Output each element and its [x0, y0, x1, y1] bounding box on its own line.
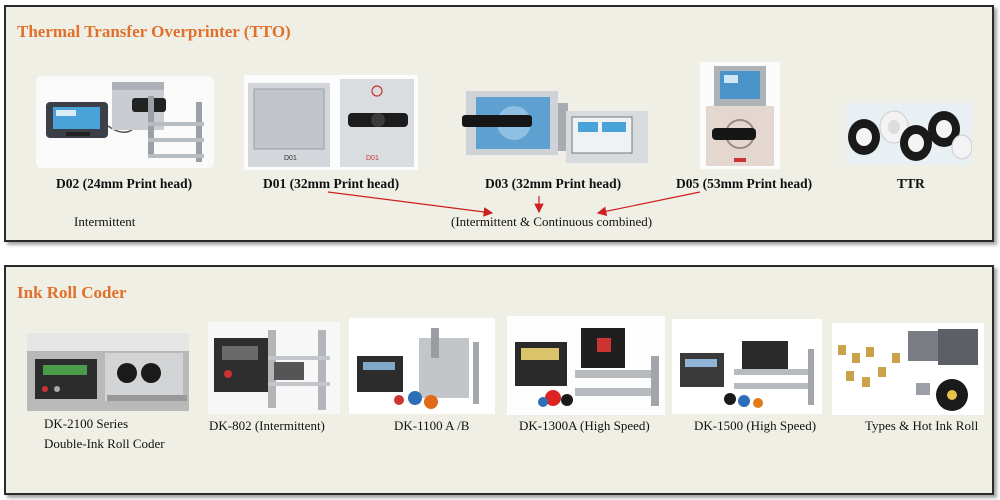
d05-product-image[interactable] [700, 62, 780, 169]
dk802-label: DK-802 (Intermittent) [209, 418, 325, 433]
tto-panel: Thermal Transfer Overprinter (TTO) D02 (… [4, 5, 994, 242]
ttr-product-image[interactable] [846, 103, 972, 165]
d05-label: D05 (53mm Print head) [676, 176, 813, 191]
types-ink-roll-label: Types & Hot Ink Roll [865, 418, 979, 433]
svg-text:D01: D01 [366, 155, 379, 162]
types-ink-roll-image[interactable] [832, 323, 984, 415]
d03-product-image[interactable] [462, 89, 652, 169]
d01-product-image[interactable]: D01 D01 [244, 75, 418, 170]
intermittent-label: Intermittent [74, 214, 136, 229]
dk1300a-product-image[interactable] [507, 316, 665, 415]
d01-label: D01 (32mm Print head) [263, 176, 400, 191]
arrow-d05 [596, 191, 701, 217]
d02-product-image[interactable] [36, 76, 214, 168]
dk2100-label: DK-2100 Series [44, 416, 129, 431]
d03-label: D03 (32mm Print head) [485, 176, 622, 191]
combined-mode-label: (Intermittent & Continuous combined) [451, 214, 653, 229]
dk1500-label: DK-1500 (High Speed) [694, 418, 817, 433]
dk2100-label-line2: Double-Ink Roll Coder [44, 436, 165, 451]
tto-title: Thermal Transfer Overprinter (TTO) [17, 22, 291, 41]
d02-label: D02 (24mm Print head) [56, 176, 193, 191]
ttr-label: TTR [897, 176, 925, 191]
dk1500-product-image[interactable] [672, 319, 822, 414]
ink-roll-title: Ink Roll Coder [17, 283, 127, 302]
mode-arrows [327, 191, 701, 217]
dk1300a-label: DK-1300A (High Speed) [519, 418, 650, 433]
svg-text:D01: D01 [284, 155, 297, 162]
ink-roll-panel: Ink Roll Coder DK-2100 Series Double-Ink… [4, 265, 994, 495]
dk802-product-image[interactable] [208, 322, 340, 414]
dk1100-label: DK-1100 A /B [394, 418, 470, 433]
dk2100-product-image[interactable] [27, 333, 189, 411]
dk1100-product-image[interactable] [349, 318, 495, 414]
arrow-d01 [327, 191, 494, 217]
